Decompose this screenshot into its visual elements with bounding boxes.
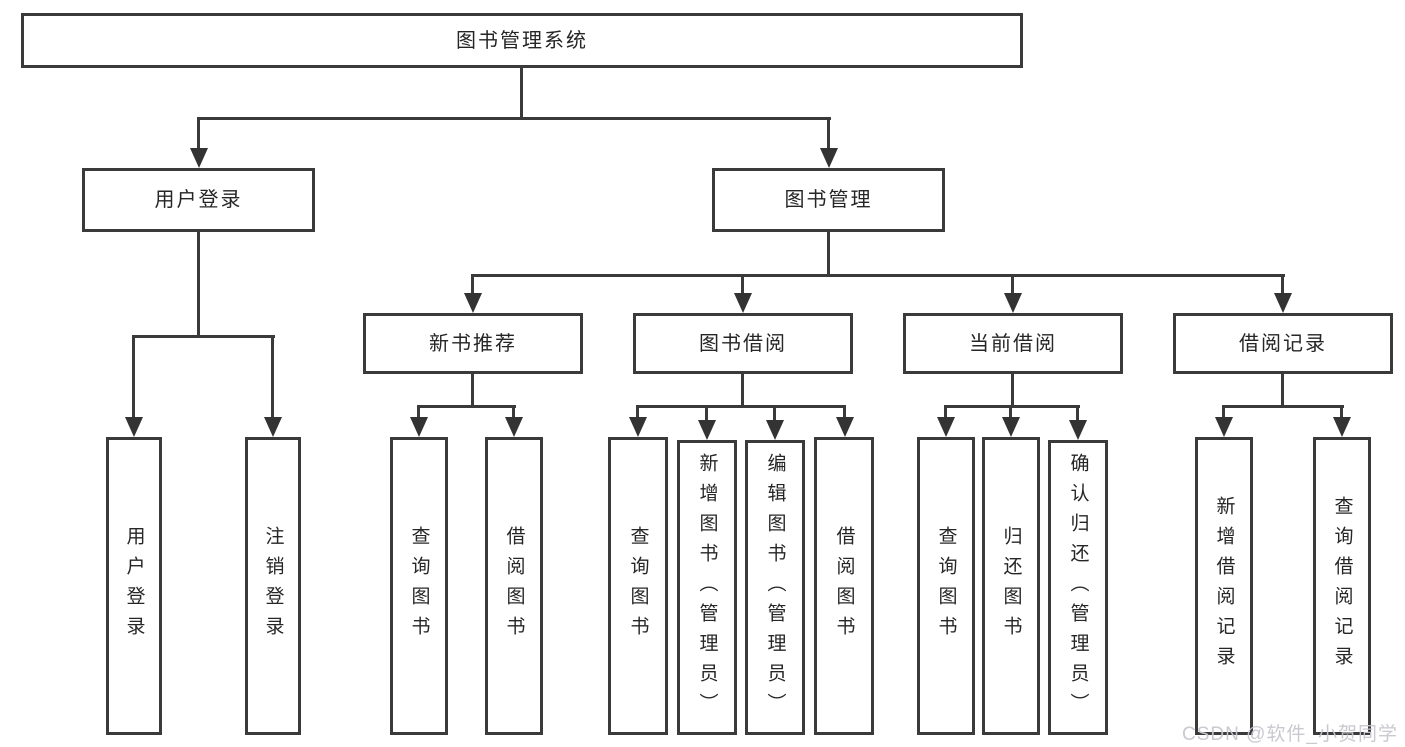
arrow-down-icon-leaf-query-borrow-record [1332,405,1351,437]
arrow-down-icon-leaf-query-books-3 [936,405,955,437]
arrow-down-icon-book-management [819,117,838,168]
arrow-down-icon-leaf-query-books-2 [628,405,647,437]
node-borrowing-records: 借阅记录 [1173,313,1393,374]
leaf-edit-book-admin-label: 编辑图书（管理员） [764,452,786,723]
node-root-book-management-system: 图书管理系统 [21,13,1023,68]
leaf-query-books-2-label: 查询图书 [627,526,649,646]
leaf-return-books: 归还图书 [982,437,1040,735]
leaf-add-borrow-record: 新增借阅记录 [1195,437,1253,735]
arrow-down-icon-leaf-return-books [1001,405,1020,437]
edge-level2-rail [197,117,831,120]
node-new-book-recommend: 新书推荐 [363,313,583,374]
edge-current-borrowing-stem [1011,374,1014,408]
arrow-down-icon-leaf-add-book [697,405,716,440]
arrow-down-icon-leaf-query-books-1 [409,405,428,437]
leaf-edit-book-admin: 编辑图书（管理员） [745,440,805,735]
node-book-borrowing-label: 图书借阅 [699,332,787,355]
leaf-add-book-admin: 新增图书（管理员） [677,440,737,735]
leaf-user-login-label: 用户登录 [123,526,145,646]
arrow-down-icon-leaf-user-login [124,335,143,437]
node-book-management: 图书管理 [712,168,945,232]
leaf-query-books-1-label: 查询图书 [408,526,430,646]
leaf-add-borrow-record-label: 新增借阅记录 [1213,496,1235,676]
node-user-login-label: 用户登录 [154,189,243,211]
edge-user-login-rail [132,335,275,338]
arrow-down-icon-leaf-borrow-books-2 [835,405,854,437]
leaf-add-book-admin-label: 新增图书（管理员） [696,452,718,723]
leaf-query-books-3-label: 查询图书 [935,526,957,646]
edge-new-book-recommend-rail [417,405,516,408]
leaf-return-books-label: 归还图书 [1000,526,1022,646]
leaf-borrow-books-2-label: 借阅图书 [833,526,855,646]
leaf-confirm-return-admin: 确认归还（管理员） [1048,440,1108,735]
edge-borrowing-records-rail [1222,405,1344,408]
arrow-down-icon-leaf-confirm-return [1068,405,1087,440]
edge-level3-rail [471,274,1285,277]
leaf-query-books-2: 查询图书 [608,437,668,735]
edge-borrowing-records-stem [1281,374,1284,408]
leaf-confirm-return-admin-label: 确认归还（管理员） [1067,452,1089,723]
edge-book-borrowing-stem [741,374,744,408]
edge-book-management-stem [827,232,830,277]
node-book-management-label: 图书管理 [784,189,873,211]
leaf-query-borrow-record-label: 查询借阅记录 [1331,496,1353,676]
edge-root-stem [520,68,523,120]
leaf-logout-label: 注销登录 [262,526,284,646]
node-borrowing-records-label: 借阅记录 [1239,332,1327,355]
edge-user-login-stem [197,232,200,338]
node-current-borrowing: 当前借阅 [903,313,1123,374]
arrow-down-icon-borrowing-records [1273,274,1292,313]
watermark: CSDN @软件_小贺同学 [1182,724,1398,745]
node-current-borrowing-label: 当前借阅 [969,332,1057,355]
arrow-down-icon-book-borrowing [733,274,752,313]
arrow-down-icon-new-book-recommend [463,274,482,313]
leaf-query-borrow-record: 查询借阅记录 [1313,437,1371,735]
leaf-query-books-1: 查询图书 [390,437,448,735]
leaf-borrow-books-1: 借阅图书 [485,437,543,735]
node-root-label: 图书管理系统 [456,29,588,52]
arrow-down-icon-leaf-edit-book [765,405,784,440]
edge-book-borrowing-rail [636,405,846,408]
node-user-login: 用户登录 [82,168,315,232]
arrow-down-icon-leaf-borrow-books-1 [504,405,523,437]
leaf-borrow-books-1-label: 借阅图书 [503,526,525,646]
node-new-book-recommend-label: 新书推荐 [429,332,517,355]
node-book-borrowing: 图书借阅 [633,313,853,374]
arrow-down-icon-leaf-logout [263,335,282,437]
arrow-down-icon-leaf-add-borrow-record [1214,405,1233,437]
edge-current-borrowing-rail [944,405,1080,408]
edge-new-book-recommend-stem [471,374,474,408]
leaf-user-login: 用户登录 [106,437,162,735]
leaf-query-books-3: 查询图书 [917,437,975,735]
leaf-logout: 注销登录 [245,437,301,735]
arrow-down-icon-current-borrowing [1003,274,1022,313]
leaf-borrow-books-2: 借阅图书 [814,437,874,735]
arrow-down-icon-user-login [189,117,208,168]
